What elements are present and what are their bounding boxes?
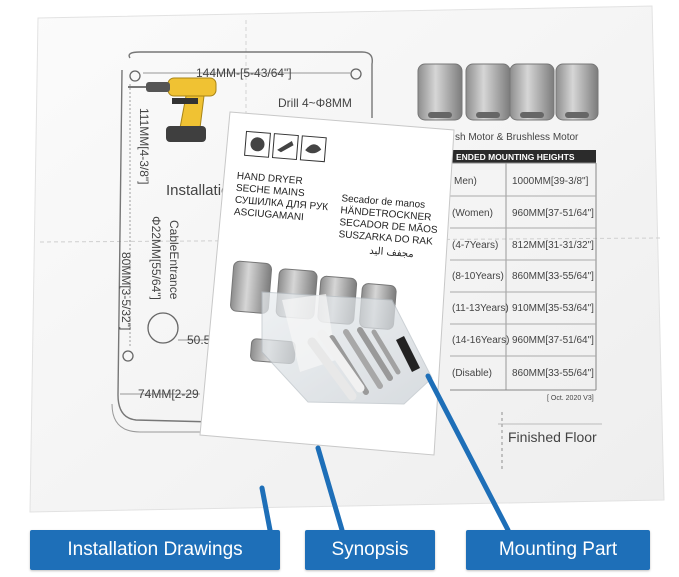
cable-dim-text: Φ22MM[55/64"] xyxy=(149,216,163,300)
dryer-images xyxy=(417,63,599,121)
row-label: Men) xyxy=(454,176,477,187)
synopsis-booklet: HAND DRYER SECHE MAINS СУШИЛКА ДЛЯ РУК A… xyxy=(199,111,455,456)
row-value: 812MM[31-31/32"] xyxy=(512,240,594,251)
drill-text: Drill 4~Φ8MM xyxy=(278,96,352,110)
row-value: 910MM[35-53/64"] xyxy=(512,303,594,314)
row-value: 960MM[37-51/64"] xyxy=(512,208,594,219)
row-label: (4-7Years) xyxy=(452,240,498,251)
dim-left-text: 111MM[4-3/8"] xyxy=(137,108,151,185)
synopsis-label: Synopsis xyxy=(305,530,435,570)
motor-caption: sh Motor & Brushless Motor xyxy=(455,132,579,143)
title-right-5: مجفف اليد xyxy=(369,246,414,261)
row-value: 960MM[37-51/64"] xyxy=(512,335,594,346)
row-label: (Women) xyxy=(452,208,493,219)
dim-74-text: 74MM[2-29 xyxy=(138,387,199,401)
dim-80-text: 80MM[3-5/32"] xyxy=(119,252,133,330)
dim-top-text: 144MM-[5-43/64"] xyxy=(196,66,292,80)
row-label: (Disable) xyxy=(452,368,492,379)
drill-illustration xyxy=(128,77,217,142)
drying-hands-icon xyxy=(305,144,322,154)
callout-pointers xyxy=(259,373,511,533)
row-label: (11-13Years) xyxy=(452,303,509,314)
row-label: (8-10Years) xyxy=(452,271,504,282)
row-value: 1000MM[39-3/8"] xyxy=(512,176,589,187)
wrench-icon xyxy=(250,137,265,152)
row-value: 860MM[33-55/64"] xyxy=(512,271,594,282)
row-value: 860MM[33-55/64"] xyxy=(512,368,594,379)
installation-heading: Installatio xyxy=(166,182,229,199)
mounting-part-bag xyxy=(261,291,433,405)
hand-icon xyxy=(277,141,294,153)
date-note: [ Oct. 2020 V3] xyxy=(547,395,594,402)
table-header: ENDED MOUNTING HEIGHTS xyxy=(456,152,575,162)
installation-drawings-label: Installation Drawings xyxy=(30,530,280,570)
cable-entrance-text: CableEntrance xyxy=(167,220,181,300)
mounting-part-label: Mounting Part xyxy=(466,530,650,570)
dim-50-text: 50.5 xyxy=(187,333,211,347)
finished-floor-text: Finished Floor xyxy=(508,429,597,445)
row-label: (14-16Years) xyxy=(452,335,509,346)
mounting-heights-table: ENDED MOUNTING HEIGHTS Men) 1000MM[39-3/… xyxy=(450,150,597,391)
title-left-1: HAND DRYER xyxy=(236,171,303,187)
